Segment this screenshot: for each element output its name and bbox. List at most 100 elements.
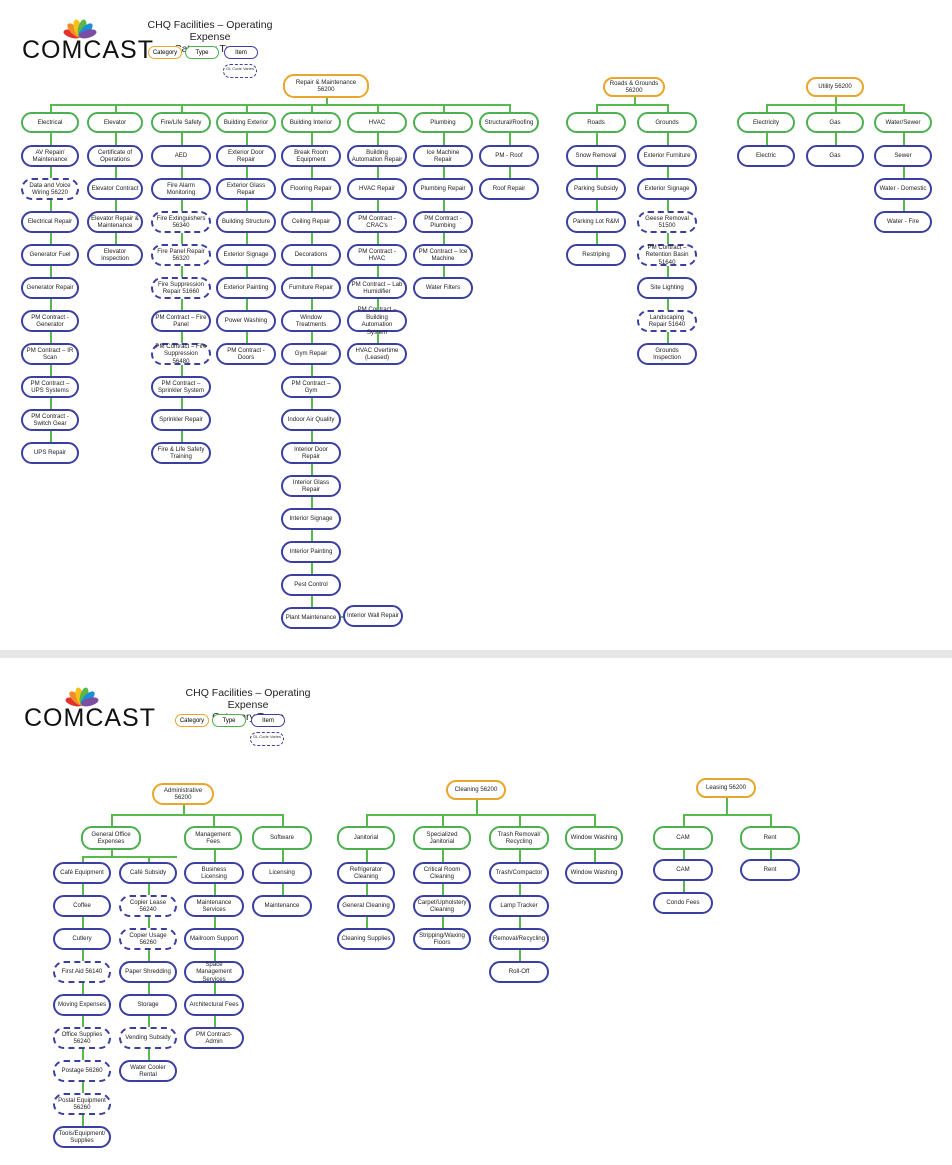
connector-line: [311, 200, 313, 211]
item-i9: Indoor Air Quality: [281, 409, 341, 431]
connector-line: [519, 950, 521, 961]
connector-line: [50, 133, 52, 145]
item-sj2: Carpet/Upholstery Cleaning: [413, 895, 471, 917]
legend-gl-code: GL Code Varies: [250, 732, 284, 746]
connector-line: [214, 884, 216, 895]
item-i14: Pest Control: [281, 574, 341, 596]
connector-line: [341, 616, 343, 618]
connector-line: [442, 814, 444, 826]
type-win: Window Washing: [565, 826, 623, 850]
item-e5: Generator Repair: [21, 277, 79, 299]
connector-line: [596, 133, 598, 145]
item-f2: Fire Alarm Monitoring: [151, 178, 211, 200]
connector-line: [311, 299, 313, 310]
item-f8: PM Contract – Sprinkler System: [151, 376, 211, 398]
item-sj3: Stripping/Waxing Floors: [413, 928, 471, 950]
connector-line: [214, 917, 216, 928]
item-a1: Café Equipment: [53, 862, 111, 884]
connector-line: [311, 104, 313, 112]
connector-line: [442, 884, 444, 895]
item-m1: Business Licensing: [184, 862, 244, 884]
connector-line: [443, 104, 445, 112]
item-x6: Power Washing: [216, 310, 276, 332]
connector-line: [377, 104, 379, 112]
connector-line: [509, 133, 511, 145]
type-elevator: Elevator: [87, 112, 143, 133]
item-p5: Water Filters: [413, 277, 473, 299]
connector-line: [903, 104, 905, 112]
item-w1: Window Washing: [565, 862, 623, 884]
connector-line: [111, 850, 113, 856]
item-e4: Generator Fuel: [21, 244, 79, 266]
category-cleaning: Cleaning 56200: [446, 780, 506, 800]
item-v4: Elevator Inspection: [87, 244, 143, 266]
connector-line: [311, 497, 313, 508]
item-v3: Elevator Repair & Maintenance: [87, 211, 143, 233]
type-cam: CAM: [653, 826, 713, 850]
item-g7: Grounds Inspection: [637, 343, 697, 365]
item-v2: Elevator Contract: [87, 178, 143, 200]
connector-line: [311, 464, 313, 475]
item-m3: Mailroom Support: [184, 928, 244, 950]
connector-line: [377, 167, 379, 178]
connector-line: [82, 856, 148, 858]
item-t2: Lamp Tracker: [489, 895, 549, 917]
item-i11: Interior Glass Repair: [281, 475, 341, 497]
type-trash: Trash Removal/ Recycling: [489, 826, 549, 850]
item-i1: Break Room Equipment: [281, 145, 341, 167]
connector-line: [181, 299, 183, 310]
connector-line: [115, 133, 117, 145]
item-e7: PM Contract – IR Scan: [21, 343, 79, 365]
connector-line: [311, 398, 313, 409]
connector-line: [377, 332, 379, 343]
item-i13: Interior Painting: [281, 541, 341, 563]
connector-line: [770, 850, 772, 859]
item-j2: General Cleaning: [337, 895, 395, 917]
item-e10: UPS Repair: [21, 442, 79, 464]
connector-line: [766, 133, 768, 145]
type-electricity: Electricity: [737, 112, 795, 133]
item-b6: Vending Subsidy: [119, 1027, 177, 1049]
connector-line: [519, 884, 521, 895]
connector-line: [82, 950, 84, 961]
connector-line: [246, 266, 248, 277]
connector-line: [214, 850, 216, 862]
connector-line: [148, 917, 150, 928]
connector-line: [246, 299, 248, 310]
item-sj1: Critical Room Cleaning: [413, 862, 471, 884]
connector-line: [519, 917, 521, 928]
connector-line: [82, 983, 84, 994]
connector-line: [214, 983, 216, 994]
connector-line: [311, 233, 313, 244]
connector-line: [148, 1049, 150, 1060]
comcast-logo-text: COMCAST: [24, 704, 156, 732]
connector-line: [594, 814, 596, 826]
item-i16: Interior Wall Repair: [343, 605, 403, 627]
item-i10: Interior Door Repair: [281, 442, 341, 464]
legend-type: Type: [185, 46, 219, 59]
connector-line: [148, 983, 150, 994]
item-a3: Cutlery: [53, 928, 111, 950]
item-i3: Ceiling Repair: [281, 211, 341, 233]
type-struct: Structural/Roofing: [479, 112, 539, 133]
item-g6: Landscaping Repair 51640: [637, 310, 697, 332]
connector-line: [377, 299, 379, 310]
item-r3: Parking Lot R&M: [566, 211, 626, 233]
item-h6: PM Contract – Building Automation System: [347, 306, 407, 336]
peacock-logo-icon: [63, 19, 97, 39]
item-b7: Water Cooler Rental: [119, 1060, 177, 1082]
connector-line: [50, 266, 52, 277]
connector-line: [148, 884, 150, 895]
connector-line: [509, 104, 511, 112]
item-x5: Exterior Painting: [216, 277, 276, 299]
connector-line: [50, 299, 52, 310]
connector-line: [311, 431, 313, 442]
item-c2: Condo Fees: [653, 892, 713, 914]
page-divider: [0, 650, 952, 658]
connector-line: [596, 167, 598, 178]
item-a6: Office Supplies 56240: [53, 1027, 111, 1049]
connector-line: [366, 884, 368, 895]
connector-line: [246, 167, 248, 178]
item-p1: Ice Machine Repair: [413, 145, 473, 167]
